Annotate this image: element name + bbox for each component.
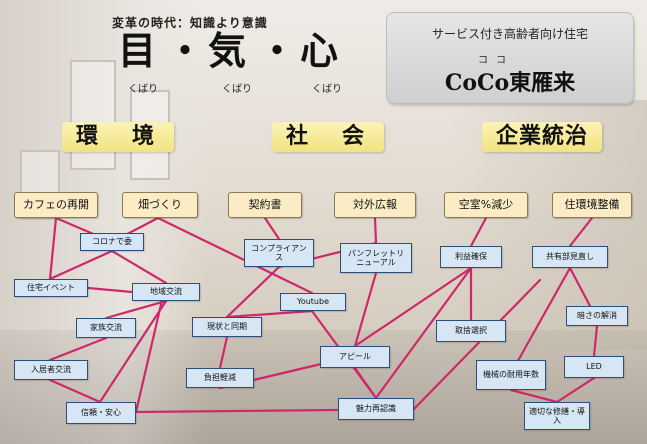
connection-line <box>568 266 592 308</box>
connection-line <box>48 249 114 281</box>
connection-line <box>218 335 229 370</box>
connection-line <box>110 249 168 285</box>
connection-line <box>508 266 572 377</box>
kanji-dot: ・ <box>166 29 205 73</box>
connection-line <box>353 266 473 348</box>
node-family: 家族交流 <box>76 318 136 338</box>
node-profit: 利益確保 <box>440 246 502 268</box>
category-environment: 環 境 <box>62 122 175 152</box>
node-maintenance: 適切な修繕・導入 <box>524 402 590 430</box>
connection-line <box>592 324 599 358</box>
kanji-kokoro: 心 <box>300 29 339 73</box>
brand-name: CoCo東雁来 <box>444 70 576 96</box>
connection-line <box>568 216 594 248</box>
connection-line <box>48 378 102 404</box>
node-equipment: 機械の耐用年数 <box>476 360 546 390</box>
goal-living-env: 住環境整備 <box>552 192 632 218</box>
goal-cafe-reopen: カフェの再開 <box>14 192 98 218</box>
category-governance: 企業統治 <box>482 122 603 152</box>
node-rediscover: 魅力再認識 <box>338 398 414 420</box>
connection-line <box>104 299 168 320</box>
connection-line <box>225 265 281 319</box>
node-community: 地域交流 <box>132 283 200 301</box>
connection-line <box>156 216 314 295</box>
goal-vacancy: 空室%減少 <box>444 192 528 218</box>
connection-line <box>469 216 488 248</box>
kanji-ki: 気 <box>208 29 247 73</box>
node-housing-event: 住宅イベント <box>14 279 88 297</box>
connection-line <box>374 266 473 400</box>
goal-field: 畑づくり <box>122 192 198 218</box>
goal-publicity: 対外広報 <box>334 192 416 218</box>
kanji-dot: ・ <box>258 29 297 73</box>
node-compliance: コンプライアンス <box>244 239 314 267</box>
brand-panel: サービス付き高齢者向け住宅 ココ CoCo東雁来 <box>386 12 634 104</box>
brand-ruby: ココ <box>478 55 514 66</box>
connection-line <box>555 376 596 404</box>
connection-line <box>134 281 168 414</box>
ruby-ki: くばり <box>222 84 252 95</box>
connection-line <box>225 309 314 319</box>
connection-line <box>86 286 134 294</box>
node-shared-space: 共有部見直し <box>532 246 608 268</box>
brand-subtitle: サービス付き高齢者向け住宅 <box>431 27 588 41</box>
node-appeal: アピール <box>320 346 390 368</box>
category-society: 社 会 <box>272 122 385 152</box>
connection-line <box>353 366 378 400</box>
ruby-kokoro: くばり <box>312 84 342 95</box>
connection-line <box>373 216 378 245</box>
node-pamphlet: パンフレットリニューアル <box>340 243 412 273</box>
header-subtitle: 変革の時代：知識より意識 <box>112 16 268 30</box>
node-burden: 負担軽減 <box>186 368 254 388</box>
node-led: LED <box>564 356 624 378</box>
node-youtube: Youtube <box>280 293 346 311</box>
connection-line <box>98 299 168 404</box>
node-current: 現状と同期 <box>192 317 262 337</box>
connection-line <box>134 408 340 414</box>
node-resident: 入居者交流 <box>14 360 88 380</box>
ruby-me: くばり <box>128 84 158 95</box>
connection-line <box>48 336 108 362</box>
node-selection: 取捨選択 <box>436 320 506 342</box>
node-corona: コロナで委 <box>80 233 144 251</box>
connection-line <box>353 271 378 348</box>
connection-line <box>263 216 281 241</box>
connection-line <box>509 388 559 404</box>
node-brightness: 暗さの解消 <box>566 306 628 326</box>
kanji-me: 目 <box>118 29 157 73</box>
connection-line <box>412 278 542 411</box>
goal-contract: 契約書 <box>228 192 302 218</box>
node-trust: 信頼・安心 <box>66 402 136 424</box>
connection-line <box>48 216 58 281</box>
